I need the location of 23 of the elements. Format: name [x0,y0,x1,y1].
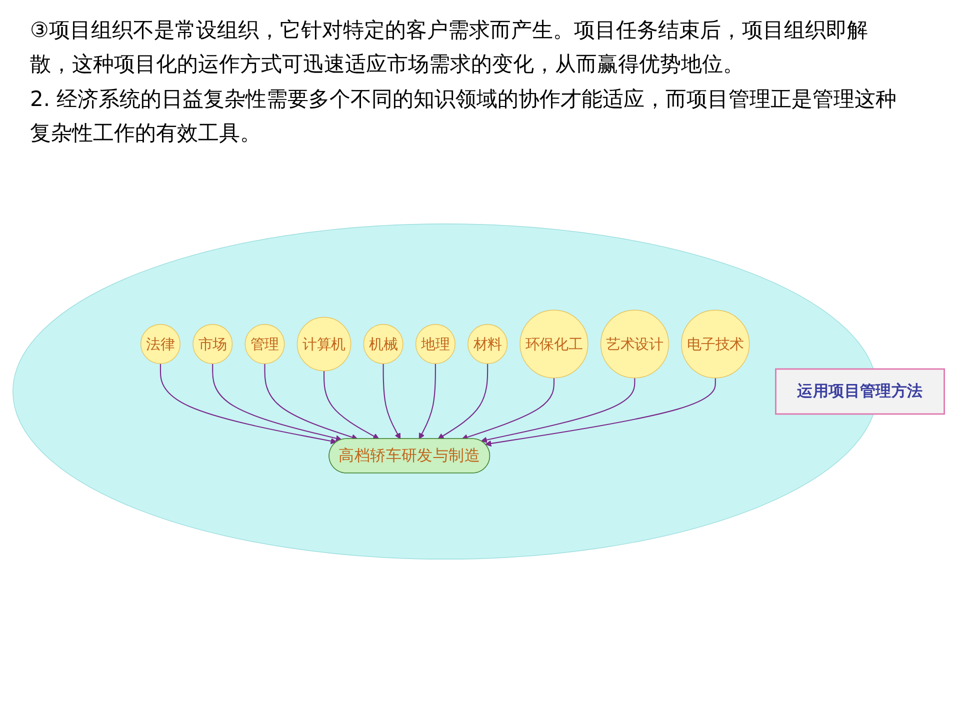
node-circle: 地理 [415,324,456,364]
node-circle: 管理 [244,324,285,364]
arrow [160,364,337,444]
node-circle: 材料 [468,324,508,364]
arrow [264,364,358,440]
arrow [212,364,342,442]
arrow [485,378,716,446]
node-circle: 环保化工 [520,310,588,378]
node-circle: 法律 [140,324,180,364]
node-circle: 艺术设计 [600,310,669,378]
node-box: 运用项目管理方法 [775,368,945,415]
node-circle: 市场 [192,324,233,364]
arrow [438,364,488,440]
node-circle: 计算机 [296,316,352,372]
arrow [418,364,436,440]
node-circle: 机械 [363,324,404,364]
node-circle: 电子技术 [681,310,750,378]
paragraph: ③项目组织不是常设组织，它针对特定的客户需求而产生。项目任务结束后，项目组织即解散，这种项目化的运作方式可迅速适应市场需求的变化，从而赢得优势地位。 [30,17,869,78]
arrow [462,378,555,440]
paragraph: 2. 经济系统的日益复杂性需要多个不同的知识领域的协作才能适应，而项目管理正是管理这种复杂性工作的有效工具。 [30,86,898,147]
arrow [480,378,636,443]
arrow [382,364,401,440]
arrow [323,370,380,440]
